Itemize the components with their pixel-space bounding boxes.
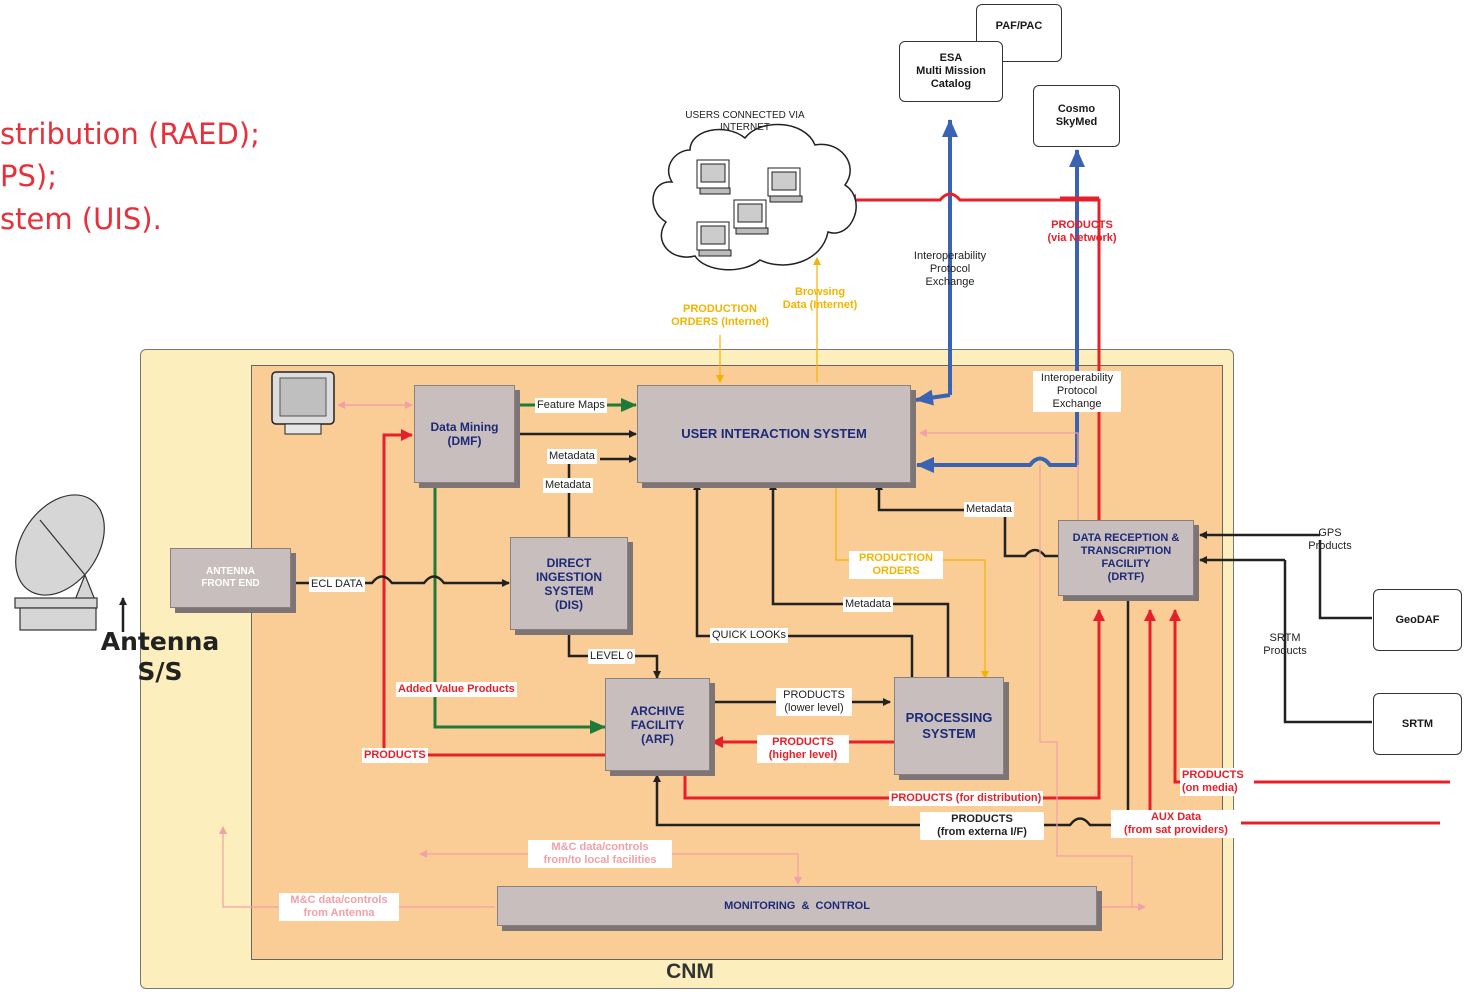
production-orders-internet-label: PRODUCTION ORDERS (Internet) — [671, 303, 769, 328]
drtf-box[interactable]: DATA RECEPTION & TRANSCRIPTION FACILITY … — [1058, 520, 1194, 596]
esa-catalog-box[interactable]: ESA Multi Mission Catalog — [899, 41, 1003, 102]
products-higher-label: PRODUCTS (higher level) — [757, 735, 849, 763]
quick-looks-label: QUICK LOOKs — [710, 628, 788, 643]
bullet-text-ps: PS); — [0, 159, 57, 193]
mc-local-facilities-label: M&C data/controls from/to local faciliti… — [528, 840, 672, 868]
production-orders-label: PRODUCTION ORDERS — [849, 551, 943, 579]
products-on-media-label: PRODUCTS (on media) — [1180, 768, 1254, 796]
satellite-dish-icon — [14, 494, 105, 631]
data-mining-box[interactable]: Data Mining (DMF) — [414, 385, 515, 483]
user-interaction-system-box[interactable]: USER INTERACTION SYSTEM — [637, 385, 911, 483]
gps-products-label: GPS Products — [1308, 527, 1352, 552]
paf-pac-box[interactable]: PAF/PAC — [976, 4, 1062, 62]
products-left-label: PRODUCTS — [362, 748, 428, 763]
mc-antenna-label: M&C data/controls from Antenna — [279, 893, 399, 921]
bullet-text-raed: stribution (RAED); — [0, 117, 260, 151]
added-value-products-label: Added Value Products — [396, 682, 517, 697]
interop-inner-label: Interoperability Protocol Exchange — [1033, 371, 1121, 412]
processing-system-box[interactable]: PROCESSING SYSTEM — [894, 677, 1004, 775]
internet-cloud — [652, 123, 857, 271]
browsing-data-label: Browsing Data (Internet) — [782, 286, 858, 311]
direct-ingestion-box[interactable]: DIRECT INGESTION SYSTEM (DIS) — [510, 537, 628, 630]
monitoring-control-box[interactable]: MONITORING & CONTROL — [497, 886, 1097, 926]
metadata-label-2: Metadata — [543, 478, 593, 493]
products-via-network-label: PRODUCTS (via Network) — [1047, 219, 1117, 244]
antenna-front-end-box[interactable]: ANTENNA FRONT END — [170, 548, 291, 608]
feature-maps-label: Feature Maps — [535, 398, 607, 413]
bullet-text-uis: stem (UIS). — [0, 202, 162, 236]
products-distribution-label: PRODUCTS (for distribution) — [889, 791, 1044, 806]
archive-facility-box[interactable]: ARCHIVE FACILITY (ARF) — [605, 678, 710, 771]
interop-top-label: Interoperability Protocol Exchange — [913, 250, 987, 288]
ecl-data-label: ECL DATA — [309, 577, 365, 592]
metadata-label-4: Metadata — [843, 597, 893, 612]
cnm-label: CNM — [666, 960, 714, 983]
antenna-title-line2: S/S — [137, 657, 183, 686]
products-externa-label: PRODUCTS (from externa I/F) — [920, 812, 1044, 840]
level0-label: LEVEL 0 — [588, 649, 636, 664]
antenna-ss-title: Antenna S/S — [95, 627, 225, 687]
user-computers — [696, 159, 803, 257]
antenna-title-line1: Antenna — [100, 627, 220, 656]
users-connected-label: USERS CONNECTED VIA INTERNET — [685, 110, 805, 133]
geodaf-box[interactable]: GeoDAF — [1373, 589, 1462, 651]
metadata-label-1: Metadata — [547, 449, 597, 464]
monitor-icon — [271, 371, 335, 435]
aux-data-label: AUX Data (from sat providers) — [1111, 810, 1241, 838]
srtm-box[interactable]: SRTM — [1373, 693, 1462, 755]
cosmo-skymed-box[interactable]: Cosmo SkyMed — [1033, 85, 1120, 147]
srtm-products-label: SRTM Products — [1263, 632, 1307, 657]
metadata-label-3: Metadata — [964, 502, 1014, 517]
products-lower-label: PRODUCTS (lower level) — [776, 688, 852, 716]
